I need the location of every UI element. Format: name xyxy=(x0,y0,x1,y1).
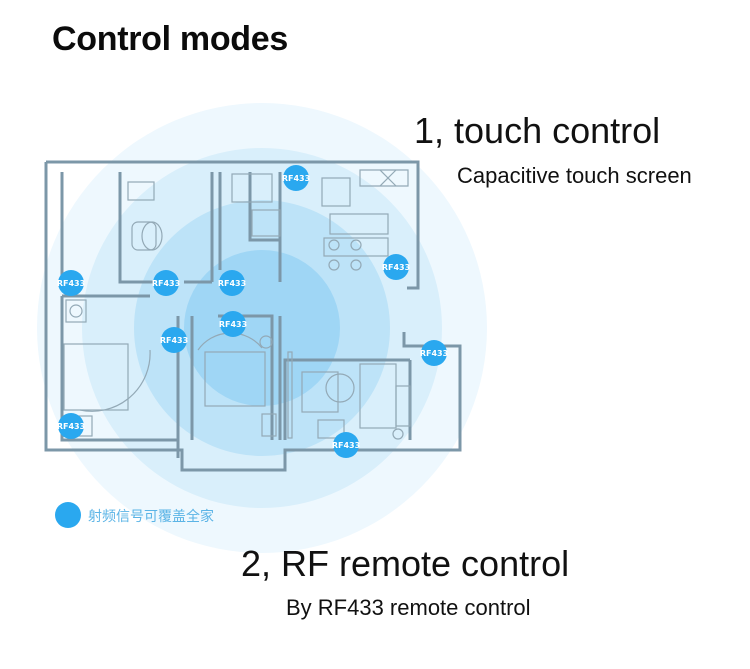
rf-node: RF433 xyxy=(152,270,180,296)
svg-text:RF433: RF433 xyxy=(57,422,85,431)
floor-plan-furniture xyxy=(63,169,411,440)
rf-node: RF433 xyxy=(420,340,448,366)
rf-node: RF433 xyxy=(160,327,188,353)
rf-node: RF433 xyxy=(282,165,310,191)
rf-node: RF433 xyxy=(57,270,85,296)
rf-control-subtitle: By RF433 remote control xyxy=(286,595,531,620)
svg-text:RF433: RF433 xyxy=(57,279,85,288)
svg-text:RF433: RF433 xyxy=(160,336,188,345)
rf-nodes: RF433 RF433 RF433 RF433 RF433 RF433 RF43… xyxy=(57,165,448,458)
svg-text:RF433: RF433 xyxy=(420,349,448,358)
page-title: Control modes xyxy=(52,20,288,58)
rf-control-title: 2, RF remote control xyxy=(241,543,570,584)
svg-text:RF433: RF433 xyxy=(382,263,410,272)
svg-text:RF433: RF433 xyxy=(152,279,180,288)
svg-text:RF433: RF433 xyxy=(219,320,247,329)
rf-node: RF433 xyxy=(219,311,247,337)
rf-node: RF433 xyxy=(218,270,246,296)
svg-text:RF433: RF433 xyxy=(332,441,360,450)
signal-dot-icon xyxy=(55,502,81,528)
svg-text:RF433: RF433 xyxy=(282,174,310,183)
legend-label: 射频信号可覆盖全家 xyxy=(88,509,214,525)
touch-control-title: 1, touch control xyxy=(414,110,661,151)
rf-node: RF433 xyxy=(382,254,410,280)
svg-text:RF433: RF433 xyxy=(218,279,246,288)
rf-node: RF433 xyxy=(57,413,85,439)
rf-node: RF433 xyxy=(332,432,360,458)
touch-control-subtitle: Capacitive touch screen xyxy=(457,163,692,188)
